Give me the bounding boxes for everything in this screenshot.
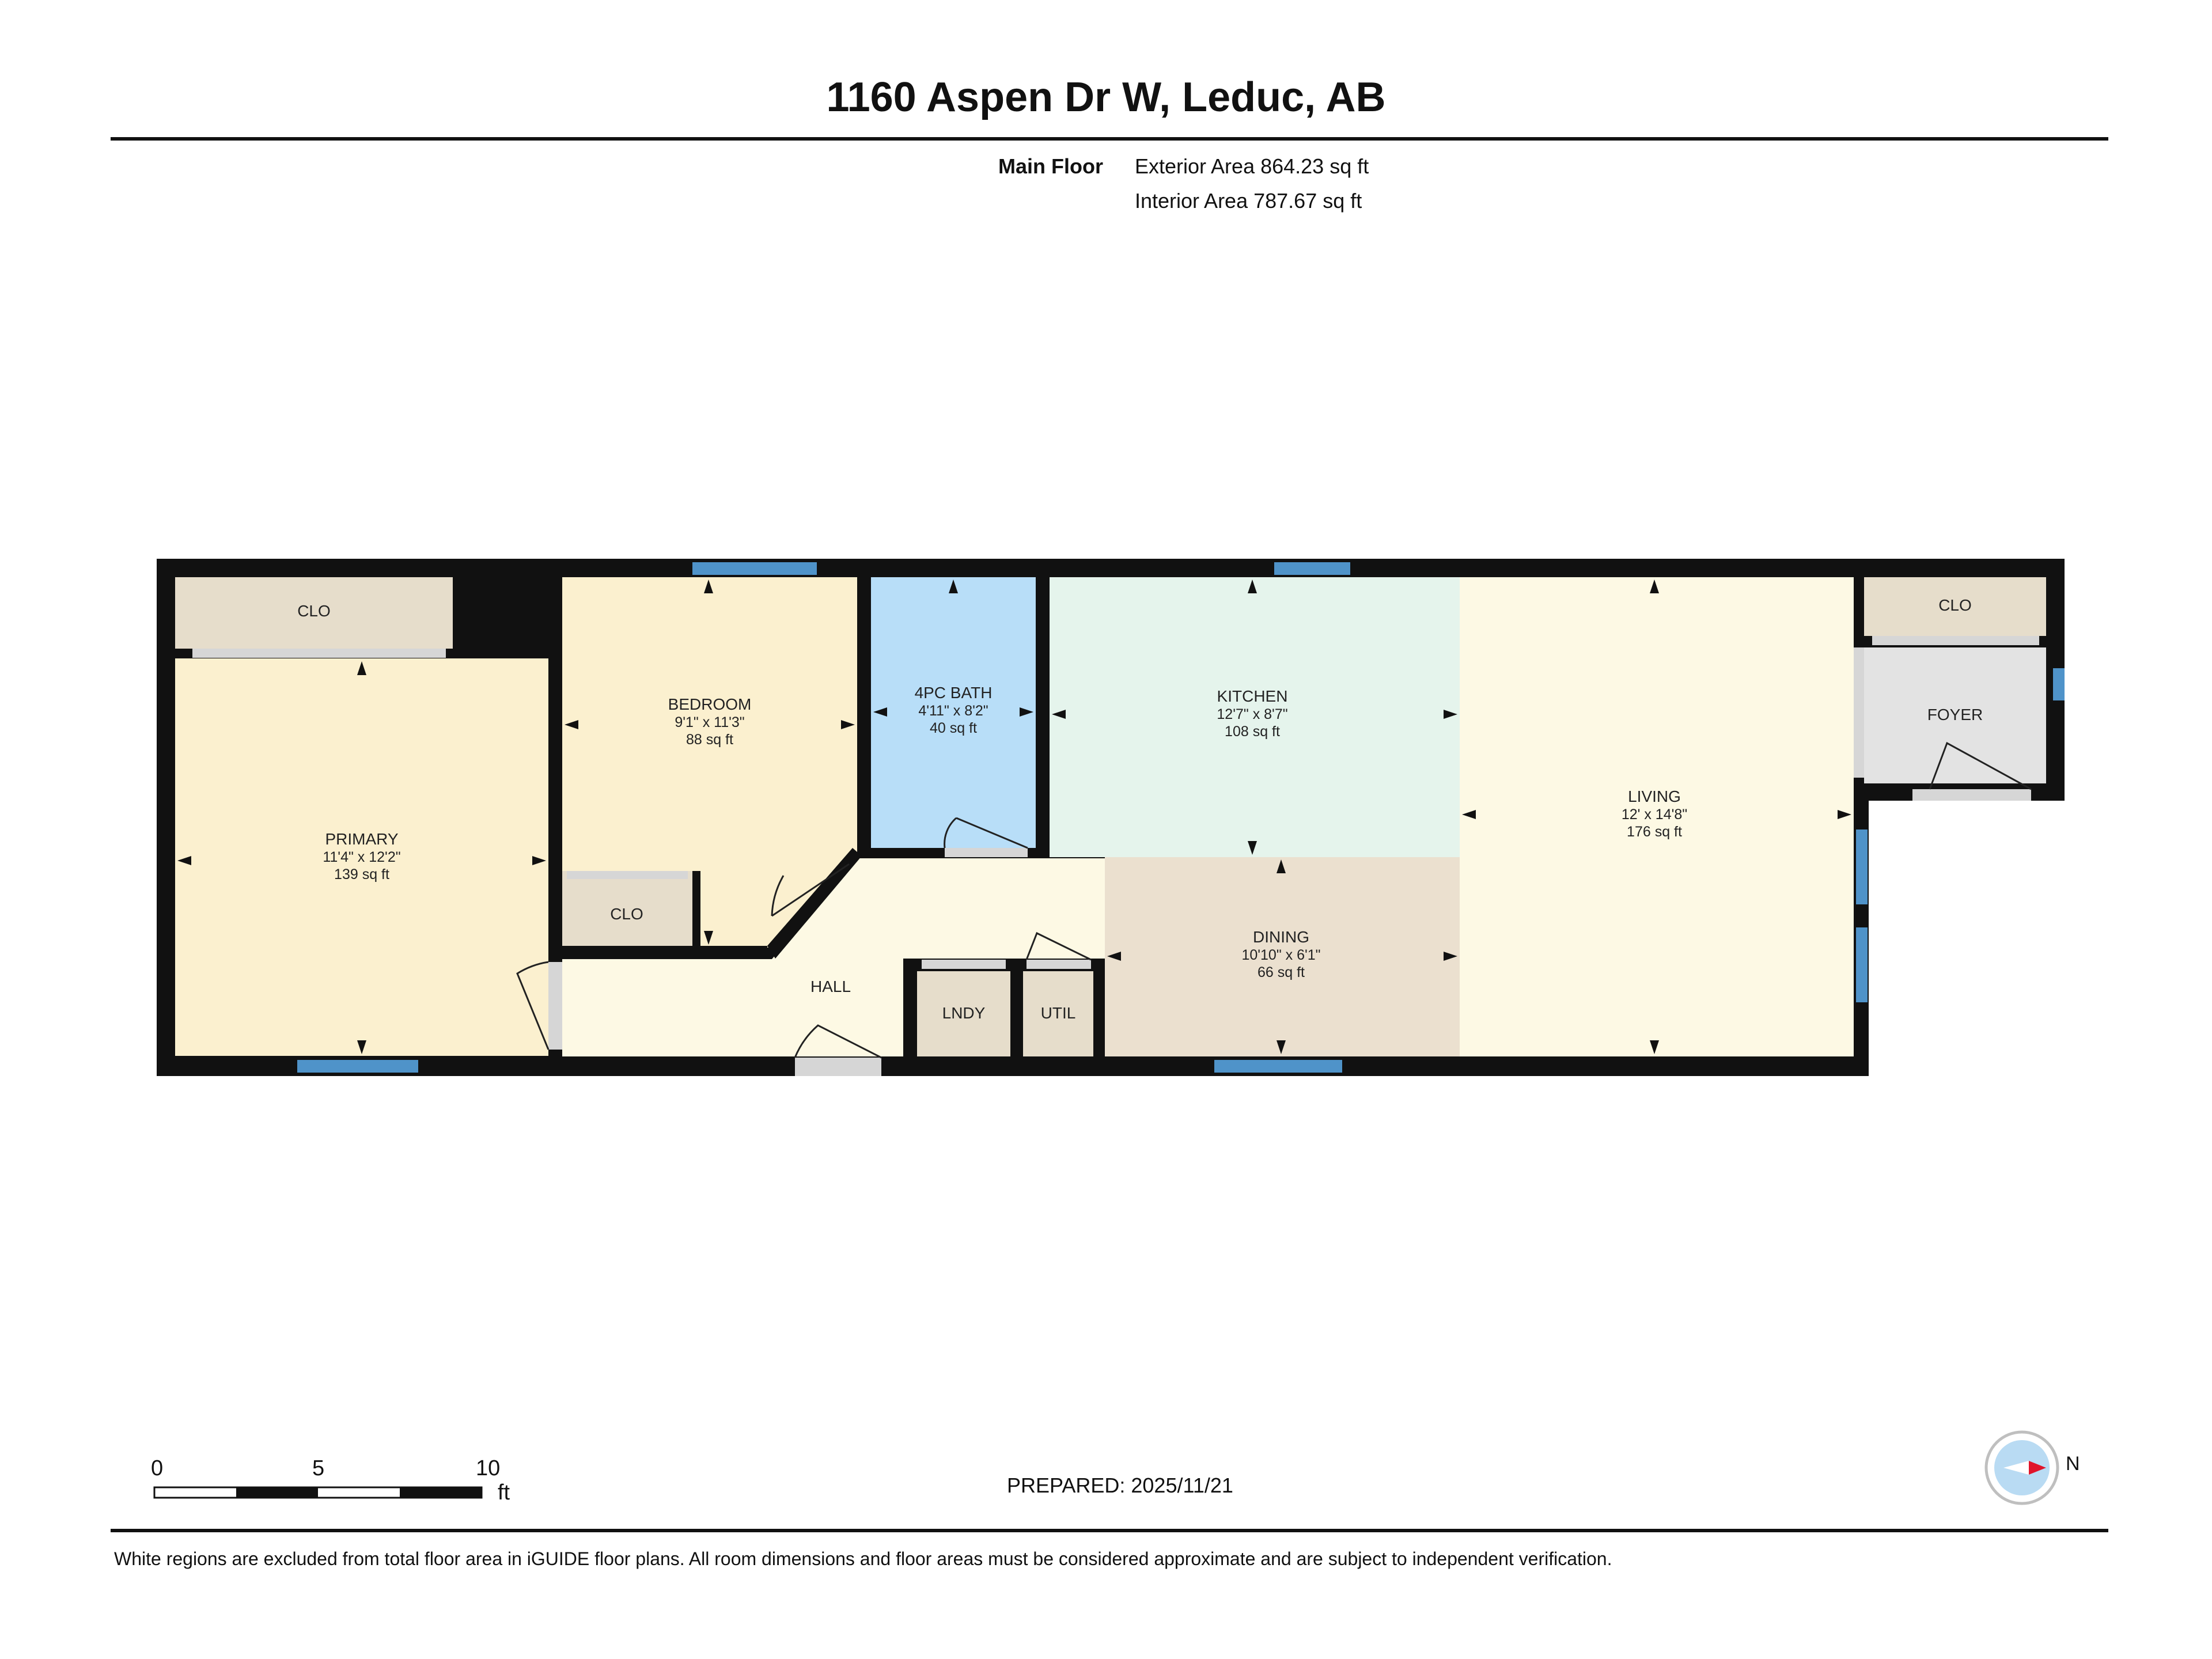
wall-lndy-left — [903, 959, 917, 1062]
exterior-notch — [1869, 801, 2076, 1089]
dining-room — [1105, 857, 1460, 1056]
plan-title: 1160 Aspen Dr W, Leduc, AB — [826, 74, 1386, 120]
door-swing-front — [794, 1024, 882, 1059]
clo-primary-name: CLO — [297, 602, 331, 620]
window-bedroom — [692, 562, 817, 575]
primary-area: 139 sq ft — [334, 866, 389, 882]
wall-primary-closet-corner — [453, 577, 548, 658]
prepared-date: PREPARED: 2025/11/21 — [1007, 1474, 1233, 1497]
foyer-closet-door — [1872, 636, 2039, 645]
window-living-1 — [1856, 830, 1868, 904]
dining-name: DINING — [1253, 928, 1309, 946]
scale-label-0: 0 — [151, 1456, 164, 1480]
laundry-room — [917, 971, 1010, 1056]
front-door — [795, 1058, 881, 1076]
primary-dims: 11'4" x 12'2" — [323, 849, 400, 865]
dining-dims: 10'10" x 6'1" — [1241, 947, 1320, 963]
util-name: UTIL — [1041, 1004, 1076, 1022]
bedroom-area: 88 sq ft — [686, 732, 733, 748]
foyer-name: FOYER — [1927, 706, 1983, 724]
bath-dims: 4'11" x 8'2" — [918, 703, 988, 719]
window-primary — [297, 1060, 418, 1073]
bath-room — [871, 577, 1036, 848]
window-living-2 — [1856, 927, 1868, 1002]
clo-foyer-name: CLO — [1938, 596, 1972, 614]
bedroom-dims: 9'1" x 11'3" — [675, 714, 744, 730]
scale-unit: ft — [498, 1480, 510, 1505]
dining-area: 66 sq ft — [1257, 964, 1305, 980]
primary-name: PRIMARY — [325, 830, 398, 848]
compass-icon — [1984, 1430, 2059, 1505]
floor-name: Main Floor — [998, 154, 1103, 178]
kitchen-name: KITCHEN — [1217, 687, 1288, 705]
door-swing-foyer — [1929, 741, 2032, 790]
scale-bar — [153, 1486, 483, 1499]
kitchen-area: 108 sq ft — [1225, 724, 1280, 740]
living-dims: 12' x 14'8" — [1622, 806, 1687, 823]
primary-closet — [175, 577, 453, 649]
wall-lndy-util — [1010, 959, 1023, 1062]
exterior-area: Exterior Area 864.23 sq ft — [1135, 154, 1369, 178]
interior-area: Interior Area 787.67 sq ft — [1135, 189, 1362, 213]
wall-bath-kitchen — [1036, 577, 1050, 857]
window-dining — [1214, 1060, 1342, 1073]
door-swing-primary — [516, 961, 550, 1050]
bedroom-closet — [562, 871, 692, 946]
living-area: 176 sq ft — [1627, 824, 1682, 840]
foyer-exit-door — [1912, 789, 2031, 801]
foyer-closet — [1864, 577, 2046, 636]
kitchen-room — [1050, 577, 1460, 857]
scale-label-10: 10 — [476, 1456, 501, 1480]
living-room — [1460, 577, 1854, 1056]
foyer-room — [1864, 647, 2046, 783]
bath-area: 40 sq ft — [930, 720, 977, 736]
door-swing-bath — [944, 817, 1028, 849]
hall-name: HALL — [810, 978, 851, 995]
bedroom-closet-door — [567, 871, 688, 879]
wall-hall-angle — [767, 848, 862, 959]
primary-room — [175, 658, 548, 1056]
bath-name: 4PC BATH — [915, 684, 993, 702]
disclaimer: White regions are excluded from total fl… — [114, 1548, 1612, 1569]
exterior-notch-top — [2065, 553, 2088, 806]
wall-bedroom-bath — [857, 577, 871, 857]
door-swing-bedroom — [771, 863, 850, 917]
wall-bedroom-closet-side — [692, 871, 700, 959]
primary-closet-door — [192, 649, 446, 658]
living-name: LIVING — [1628, 787, 1681, 805]
door-swing-util — [1025, 931, 1092, 961]
bedroom-name: BEDROOM — [668, 695, 752, 713]
window-kitchen — [1274, 562, 1350, 575]
utility-room — [1023, 971, 1093, 1056]
primary-door — [548, 962, 562, 1050]
dimension-arrows — [177, 579, 1851, 1054]
wall-bedroom-closet — [562, 946, 767, 959]
footer-rule — [111, 1529, 2108, 1532]
lndy-name: LNDY — [942, 1004, 986, 1022]
compass-north-label: N — [2066, 1453, 2080, 1475]
bath-door — [945, 848, 1028, 857]
window-foyer — [2053, 668, 2065, 700]
clo-bedroom-name: CLO — [610, 905, 643, 923]
header-rule — [111, 137, 2108, 141]
foyer-opening — [1854, 647, 1864, 778]
lndy-door — [922, 960, 1006, 969]
scale-label-5: 5 — [312, 1456, 325, 1480]
kitchen-dims: 12'7" x 8'7" — [1217, 706, 1287, 722]
wall-primary-bedroom — [548, 577, 562, 955]
wall-util-right — [1093, 959, 1105, 1062]
util-door — [1027, 960, 1091, 969]
